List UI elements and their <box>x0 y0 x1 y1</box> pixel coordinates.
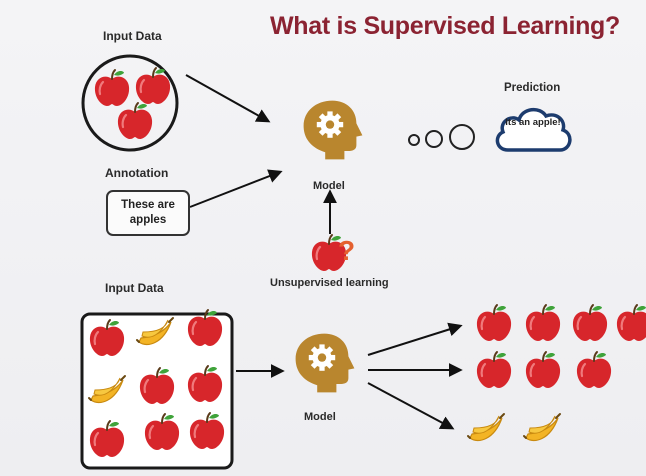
annotation-box: These are apples <box>106 190 190 236</box>
input-data-circle <box>81 54 179 152</box>
apple-icon <box>116 101 154 141</box>
arrow-model-to-cluster-3 <box>367 382 455 430</box>
page-title: What is Supervised Learning? <box>270 12 620 40</box>
brain-gear-head-icon <box>295 333 355 393</box>
unsupervised-model-label: Model <box>304 411 336 423</box>
prediction-text: Its an apple! <box>505 117 561 128</box>
apple-icon <box>571 303 609 343</box>
apple-icon <box>524 303 562 343</box>
prediction-label: Prediction <box>504 82 561 94</box>
apple-icon <box>475 350 513 390</box>
apple-icon <box>615 303 646 343</box>
arrow-annotation-to-model <box>189 169 283 208</box>
thought-bubble-medium <box>425 130 443 148</box>
apple-icon <box>93 68 131 108</box>
brain-gear-head-icon <box>303 100 363 160</box>
apple-icon <box>475 303 513 343</box>
unsupervised-caption: Unsupervised learning <box>270 277 389 289</box>
apple-icon <box>575 350 613 390</box>
arrow-input-to-model <box>185 74 271 123</box>
thought-cloud-icon <box>495 107 572 152</box>
question-mark: ? <box>338 235 356 266</box>
thought-bubble-large <box>449 124 475 150</box>
supervised-model-label: Model <box>313 180 345 192</box>
thought-bubble-small <box>408 134 420 146</box>
apple-icon <box>524 350 562 390</box>
annotation-label: Annotation <box>105 166 169 180</box>
arrow-model-to-cluster-1 <box>367 322 463 356</box>
banana-icon <box>523 413 561 442</box>
supervised-input-label: Input Data <box>103 29 162 43</box>
annotation-text: These are apples <box>121 199 175 226</box>
unsupervised-input-label: Input Data <box>105 281 164 295</box>
banana-icon <box>467 413 505 442</box>
